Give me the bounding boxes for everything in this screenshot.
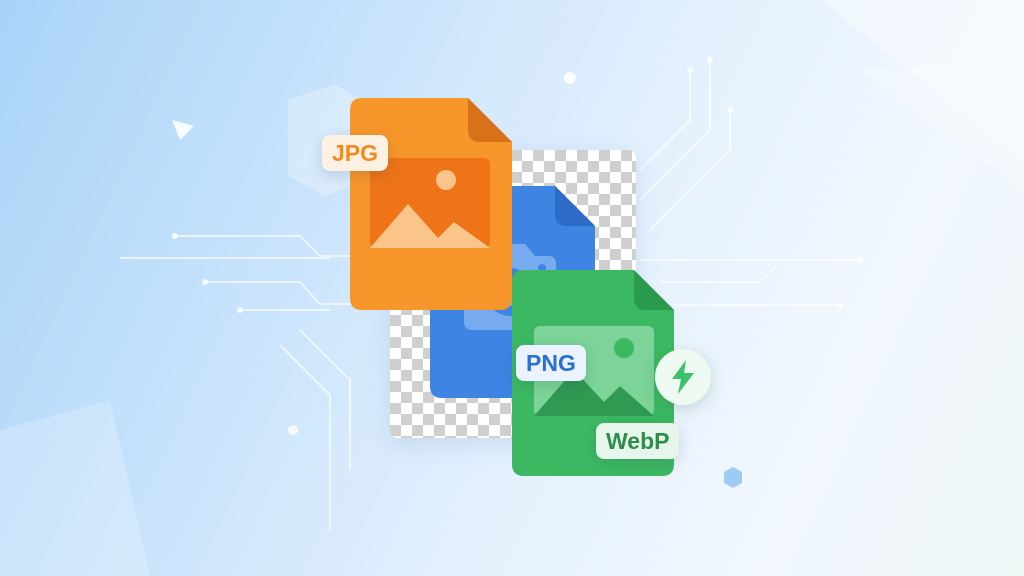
lightning-bolt-icon <box>672 360 694 394</box>
lightning-badge <box>655 349 711 405</box>
image-icon <box>370 158 490 248</box>
jpg-format-label: JPG <box>322 135 389 171</box>
jpg-file-icon <box>350 98 512 310</box>
png-format-label: PNG <box>516 345 586 381</box>
png-label-text: PNG <box>526 349 576 376</box>
webp-label-text: WebP <box>606 427 670 454</box>
webp-format-label: WebP <box>596 423 680 459</box>
jpg-label-text: JPG <box>332 139 379 166</box>
